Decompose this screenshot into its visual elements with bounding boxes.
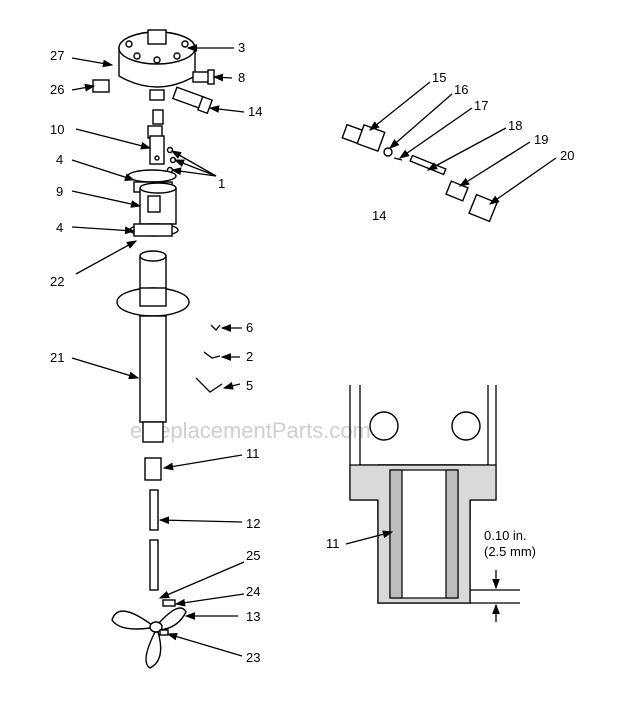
callout-26: 26 bbox=[50, 82, 64, 97]
dimension-mm: (2.5 mm) bbox=[484, 544, 536, 559]
leader-lines bbox=[71, 44, 557, 657]
set-screw bbox=[210, 324, 221, 331]
motor-shaft bbox=[149, 109, 165, 165]
dimension-inches: 0.10 in. bbox=[484, 528, 527, 543]
callout-1: 1 bbox=[218, 176, 225, 191]
callout-24: 24 bbox=[246, 584, 260, 599]
callout-6: 6 bbox=[246, 320, 253, 335]
callout-2: 2 bbox=[246, 349, 253, 364]
screws bbox=[166, 146, 177, 174]
watermark: eReplacementParts.com bbox=[130, 418, 371, 443]
callout-22: 22 bbox=[50, 274, 64, 289]
callout-15: 15 bbox=[432, 70, 446, 85]
callout-9: 9 bbox=[56, 184, 63, 199]
callout-3: 3 bbox=[238, 40, 245, 55]
muffler-fitting bbox=[192, 69, 215, 85]
callout-labels: 27 3 26 8 14 10 4 1 9 4 22 6 2 21 5 11 1… bbox=[50, 40, 574, 665]
coupling-assembly bbox=[127, 169, 179, 237]
knob bbox=[468, 193, 498, 223]
needle-valve-assembly bbox=[171, 86, 213, 115]
mixer-shaft bbox=[149, 489, 159, 591]
callout-25: 25 bbox=[246, 548, 260, 563]
callout-4-lower: 4 bbox=[56, 220, 63, 235]
callout-21: 21 bbox=[50, 350, 64, 365]
callout-11-detail: 11 bbox=[326, 536, 340, 551]
air-hose bbox=[92, 79, 163, 139]
bushing bbox=[144, 457, 162, 481]
callout-27: 27 bbox=[50, 48, 64, 63]
callout-16: 16 bbox=[454, 82, 468, 97]
callout-8: 8 bbox=[238, 70, 245, 85]
callout-12: 12 bbox=[246, 516, 260, 531]
bushing-detail bbox=[349, 385, 520, 622]
callout-23: 23 bbox=[246, 650, 260, 665]
callout-4-upper: 4 bbox=[56, 152, 63, 167]
hex-key bbox=[195, 377, 223, 393]
needle bbox=[409, 154, 447, 176]
screw-small bbox=[203, 351, 221, 359]
callout-13: 13 bbox=[246, 609, 260, 624]
callout-14-motor: 14 bbox=[248, 104, 262, 119]
callout-14-valve: 14 bbox=[372, 208, 386, 223]
propeller bbox=[111, 599, 187, 669]
callout-5: 5 bbox=[246, 378, 253, 393]
callout-11-bushing: 11 bbox=[246, 446, 260, 461]
callout-20: 20 bbox=[560, 148, 574, 163]
clip bbox=[393, 157, 403, 161]
o-ring bbox=[383, 147, 393, 157]
mounting-plate bbox=[116, 287, 190, 443]
callout-18: 18 bbox=[508, 118, 522, 133]
callout-10: 10 bbox=[50, 122, 64, 137]
callout-19: 19 bbox=[534, 132, 548, 147]
packing-nut bbox=[445, 180, 469, 202]
valve-body bbox=[341, 123, 386, 153]
callout-17: 17 bbox=[474, 98, 488, 113]
